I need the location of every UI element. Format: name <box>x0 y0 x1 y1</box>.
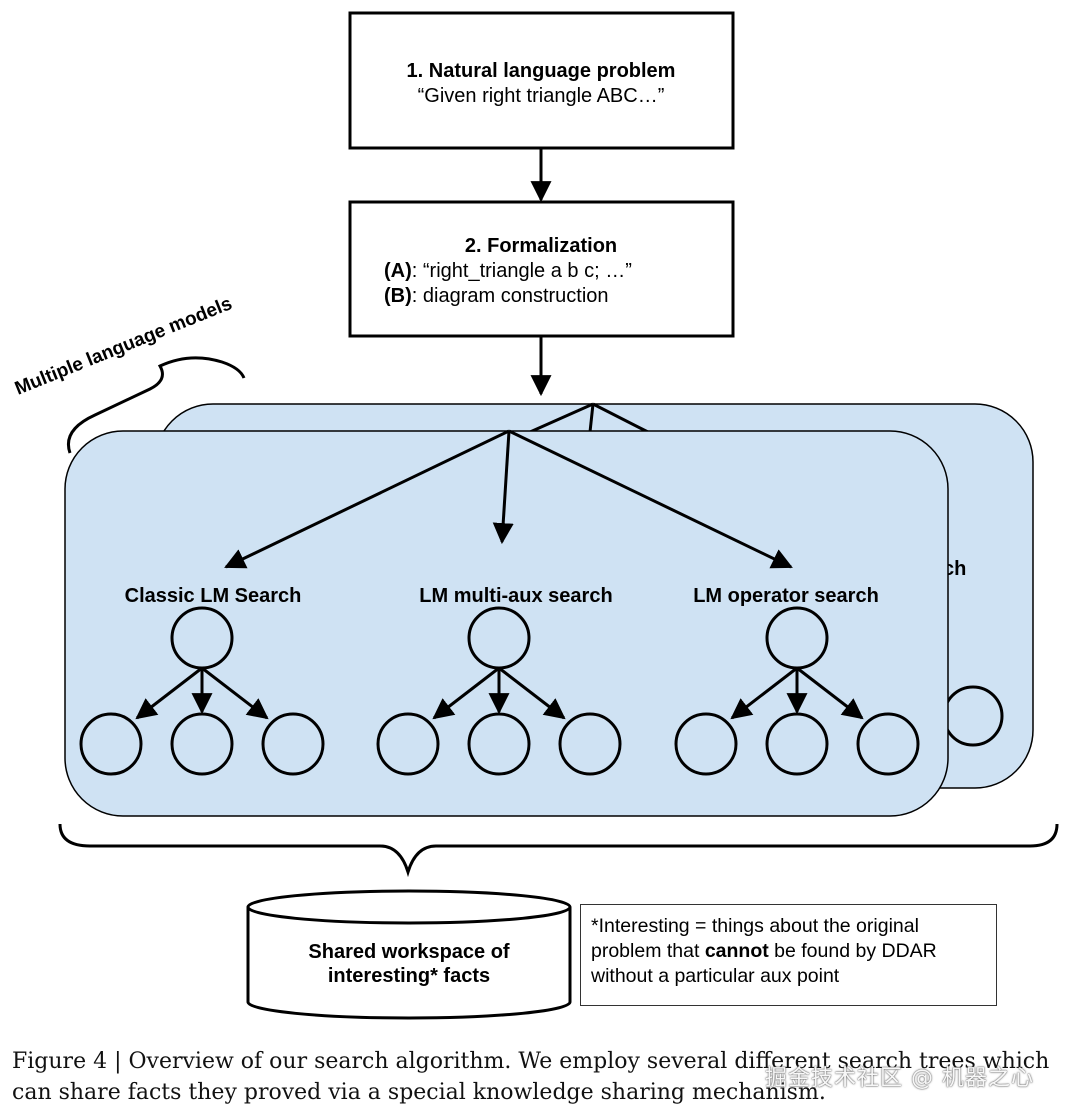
search-overview-diagram: 1. Natural language problem “Given right… <box>12 11 1059 1020</box>
tree-leaf-node <box>674 712 738 776</box>
workspace-cylinder-body <box>246 907 572 1020</box>
back-panel-partial-label: ch <box>943 558 966 580</box>
problem-box <box>348 11 735 150</box>
tree-label-operator: LM operator search <box>693 585 879 607</box>
arrow-to-operator-search <box>508 429 793 569</box>
formalization-box-title: 2. Formalization <box>465 235 617 257</box>
workspace-cylinder-top <box>246 889 572 925</box>
multiple-models-label: Multiple language models <box>12 293 235 399</box>
tree-leaf-node <box>467 712 531 776</box>
workspace-label-line2: interesting* facts <box>328 965 490 987</box>
formalization-line-b: (B): diagram construction <box>384 285 609 307</box>
formalization-line-b-label: (B) <box>384 285 412 307</box>
formalization-line-a: (A): “right_triangle a b c; …” <box>384 260 632 282</box>
note-text-bold: cannot <box>704 940 769 962</box>
arrow-to-multi-aux-search <box>492 430 514 545</box>
tree-label-classic: Classic LM Search <box>125 585 302 607</box>
tree-leaf-node <box>261 712 325 776</box>
back-panel-node <box>942 685 1004 747</box>
interesting-definition-note: *Interesting = things about the original… <box>580 904 997 1006</box>
back-panel-arrow <box>588 403 595 433</box>
tree-edge <box>796 666 864 720</box>
tree-edge <box>730 666 798 720</box>
tree-edge <box>432 666 500 720</box>
watermark: 掘金技术社区 @ 机器之心 <box>765 1066 1034 1091</box>
tree-leaf-node <box>558 712 622 776</box>
tree-edge <box>135 666 203 720</box>
problem-box-subtitle: “Given right triangle ABC…” <box>418 85 665 107</box>
formalization-line-b-text: : diagram construction <box>412 285 609 307</box>
workspace-label-line1: Shared workspace of <box>308 941 510 963</box>
formalization-line-a-text: : “right_triangle a b c; …” <box>412 260 632 282</box>
bottom-brace <box>58 823 1059 878</box>
tree-root-node <box>170 606 234 670</box>
tree-edge <box>498 666 566 720</box>
problem-box-title: 1. Natural language problem <box>407 60 676 82</box>
tree-leaf-node <box>79 712 143 776</box>
note-text-part2: be found by DDAR without a particular au… <box>591 940 937 987</box>
tree-label-multi-aux: LM multi-aux search <box>419 585 612 607</box>
arrow-to-classic-search <box>224 429 510 569</box>
formalization-box <box>348 200 735 338</box>
tree-leaf-node <box>856 712 920 776</box>
back-panel-arrow <box>592 402 649 434</box>
tree-edge <box>201 666 269 720</box>
back-panel-arrow <box>529 402 594 434</box>
tree-root-node <box>467 606 531 670</box>
models-brace <box>67 356 246 454</box>
tree-root-node <box>765 606 829 670</box>
note-text-part1: *Interesting = things about the original… <box>591 915 919 962</box>
tree-leaf-node <box>170 712 234 776</box>
tree-leaf-node <box>376 712 440 776</box>
formalization-line-a-label: (A) <box>384 260 412 282</box>
tree-leaf-node <box>765 712 829 776</box>
figure-caption: Figure 4 | Overview of our search algori… <box>12 1049 1050 1105</box>
